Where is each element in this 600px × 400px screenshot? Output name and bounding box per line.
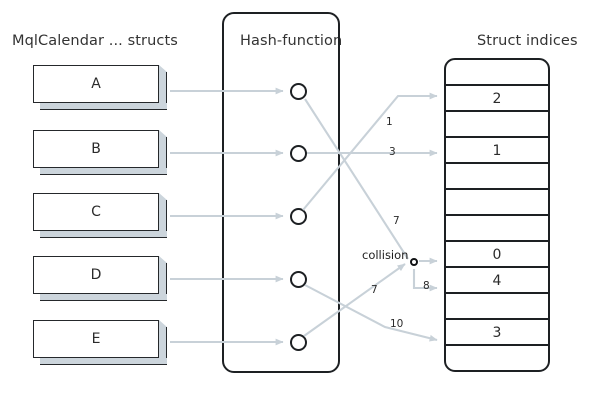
index-cell: 0 [446,242,548,268]
index-cell [446,164,548,190]
hash-node-c [290,207,307,225]
struct-box-d[interactable]: D [33,256,167,301]
collision-node [410,258,418,266]
struct-box-front-face [33,130,159,168]
edge-label-3: 3 [389,146,396,158]
struct-box-a[interactable]: A [33,65,167,110]
hash-node-b [290,144,307,162]
edge-label-7a: 7 [393,215,400,227]
hash-node-a [290,82,307,100]
struct-box-bottom-face [40,231,167,238]
struct-box-side-bevel [159,320,167,327]
index-cell [446,346,548,370]
struct-box-bottom-face [40,168,167,175]
column-title-structs: MqlCalendar ... structs [12,33,178,49]
struct-box-bottom-face [40,103,167,110]
struct-box-side-bevel [159,193,167,200]
struct-box-label: E [91,331,101,347]
struct-box-side-bevel [159,65,167,72]
index-cell: 1 [446,138,548,164]
edge-label-1: 1 [386,116,393,128]
index-cell [446,60,548,86]
struct-box-label: B [91,141,101,157]
struct-box-side-bevel [159,130,167,137]
struct-box-front-face [33,256,159,294]
hash-node-e [290,333,307,351]
struct-box-front-face [33,193,159,231]
index-cell [446,190,548,216]
index-cell [446,112,548,138]
collision-label: collision [362,248,409,262]
struct-box-front-face [33,65,159,103]
index-cell [446,294,548,320]
index-cell: 4 [446,268,548,294]
struct-box-label: C [91,204,101,220]
struct-box-e[interactable]: E [33,320,167,365]
hash-function-container [222,12,340,373]
column-title-struct-indices: Struct indices [477,33,578,49]
edge-label-8: 8 [423,280,430,292]
index-cell: 2 [446,86,548,112]
column-title-hash-function: Hash-function [240,33,343,49]
index-cell: 3 [446,320,548,346]
struct-box-c[interactable]: C [33,193,167,238]
edge-label-7b: 7 [371,284,378,296]
edge-label-10: 10 [390,318,404,330]
index-cell [446,216,548,242]
struct-box-front-face [33,320,159,358]
struct-box-label: A [91,76,101,92]
struct-box-bottom-face [40,294,167,301]
struct-box-side-bevel [159,256,167,263]
struct-box-b[interactable]: B [33,130,167,175]
hash-node-d [290,270,307,288]
struct-box-bottom-face [40,358,167,365]
struct-box-label: D [90,267,102,283]
